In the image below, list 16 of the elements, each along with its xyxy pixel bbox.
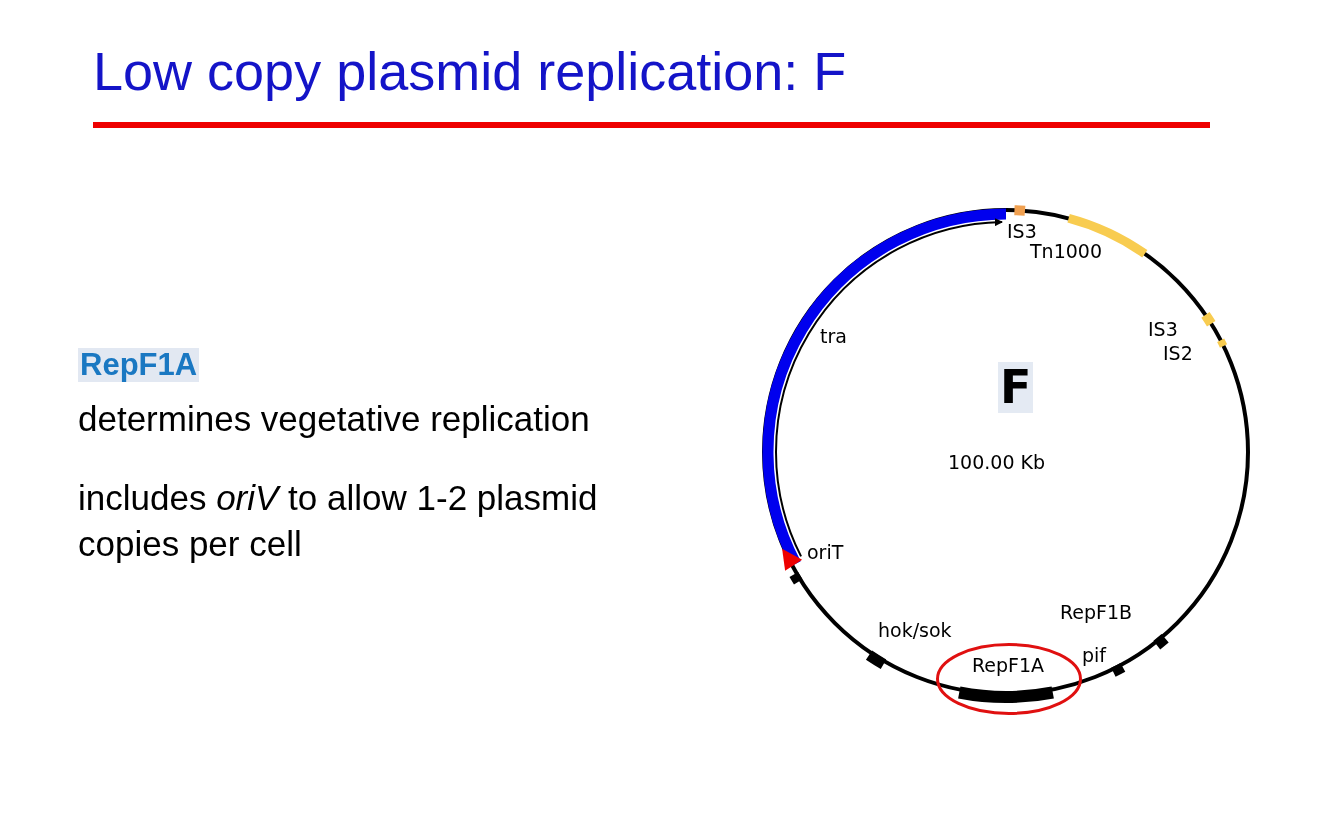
gene-label: IS3 [1007, 221, 1037, 242]
heading: RepF1A [78, 348, 200, 383]
gene-label: RepF1B [1060, 602, 1133, 623]
gene-label: tra [820, 326, 847, 347]
size-label: 100.00 Kb [948, 452, 1046, 473]
body-text: includes oriV to allow 1-2 plasmid copies per cell [78, 477, 599, 565]
gene-label: IS3 [1148, 319, 1178, 340]
gene-label: RepF1A [972, 655, 1045, 676]
gene-label: IS2 [1163, 343, 1193, 364]
gene-label: hok/sok [878, 620, 952, 641]
body-text: determines vegetative replication [78, 400, 590, 439]
slide-title: Low copy plasmid replication: F [93, 40, 847, 102]
plasmid-name: F [998, 362, 1034, 413]
gene-label: Tn1000 [1030, 241, 1102, 262]
gene-label: oriT [807, 542, 844, 563]
highlight-ellipse [936, 643, 1082, 715]
